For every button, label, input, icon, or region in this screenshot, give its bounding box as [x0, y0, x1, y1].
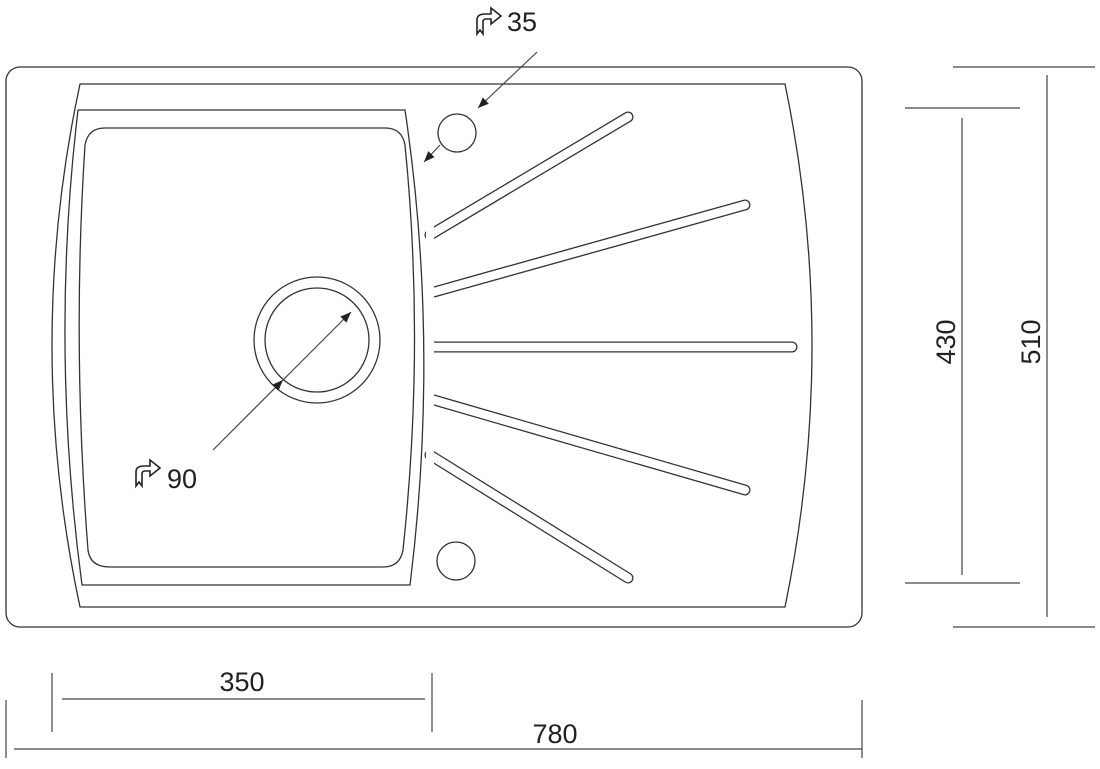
- diameter-arrow-icon: [476, 6, 503, 37]
- overflow-hole: [436, 541, 476, 581]
- sink-outline: [5, 66, 863, 628]
- total-width-dimension: [5, 700, 863, 758]
- drain-diameter-line: [282, 311, 352, 381]
- drain-leader: [212, 379, 284, 451]
- drain-diameter-label: 90: [167, 464, 197, 494]
- faucet-hole-diameter-label: 35: [507, 7, 537, 37]
- total-depth-dimension: [953, 66, 1095, 628]
- drainer-grooves: [424, 111, 798, 584]
- drain-outer: [253, 276, 381, 404]
- bowl-outer-edge: [64, 109, 425, 586]
- sink-rim: [51, 83, 813, 608]
- groove: [424, 111, 634, 241]
- bowl-width-dimension: [51, 673, 433, 732]
- faucet-hole: [437, 113, 477, 153]
- drain-inner: [264, 287, 370, 393]
- groove: [424, 449, 634, 584]
- total-depth-label: 510: [1016, 319, 1046, 364]
- faucet-hole-leader: [477, 51, 538, 109]
- faucet-hole-arrow: [423, 144, 441, 163]
- bowl-width-label: 350: [219, 667, 264, 697]
- inner-depth-dimension: [905, 107, 1020, 584]
- bowl-inner-edge: [78, 127, 416, 568]
- groove: [428, 199, 751, 298]
- total-width-label: 780: [532, 719, 577, 749]
- groove: [428, 394, 751, 496]
- inner-depth-label: 430: [931, 319, 961, 364]
- diameter-arrow-icon: [135, 458, 162, 489]
